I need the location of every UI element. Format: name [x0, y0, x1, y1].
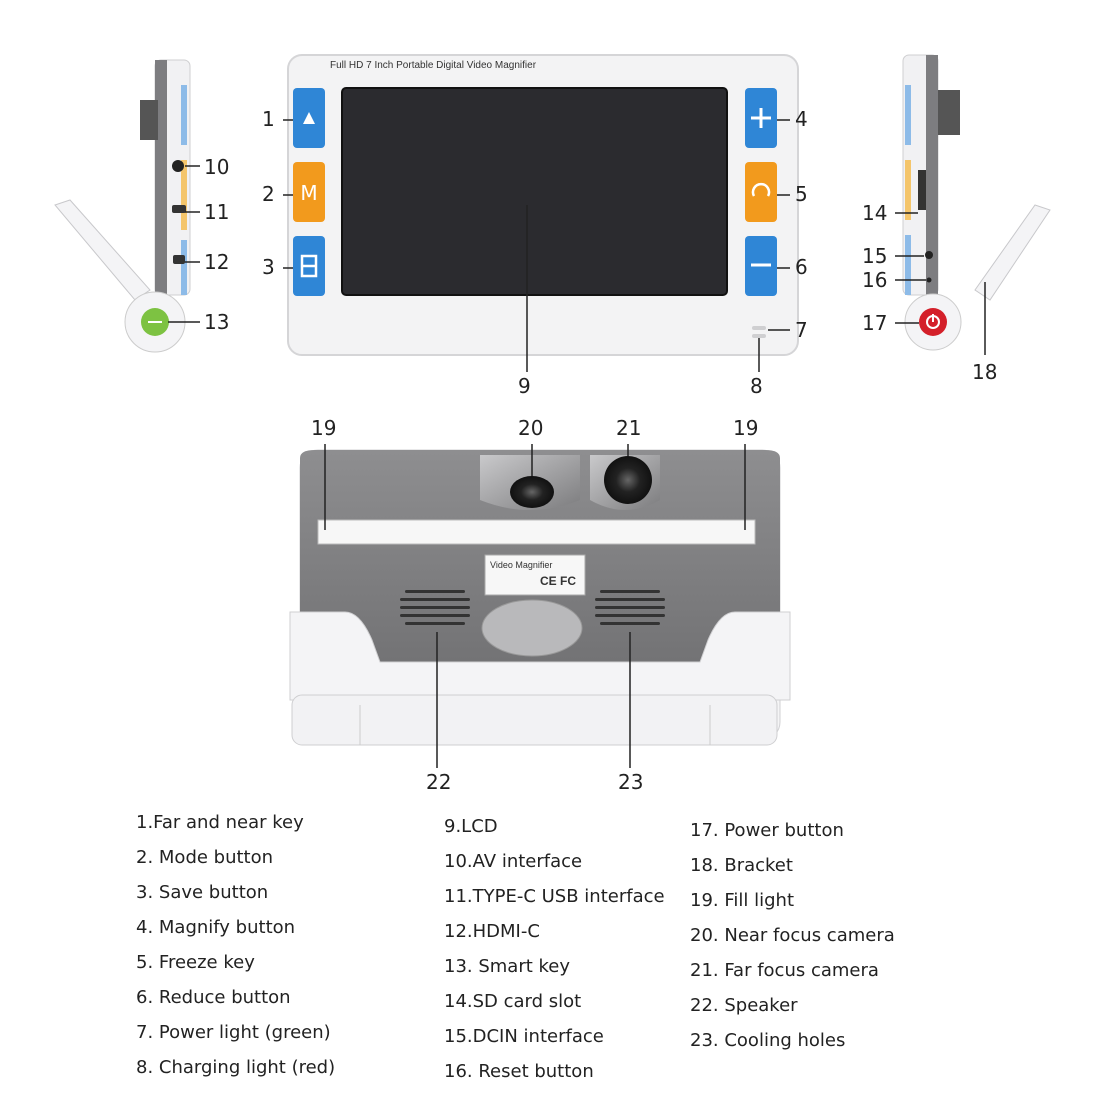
callout-6: 6: [795, 255, 808, 279]
callout-16: 16: [862, 268, 888, 292]
legend-item: 19. Fill light: [690, 890, 795, 911]
legend-col-1: 1.Far and near key 2. Mode button 3. Sav…: [136, 805, 335, 1085]
svg-text:M: M: [300, 181, 317, 205]
legend-item: 13. Smart key: [444, 956, 571, 977]
callout-9: 9: [518, 374, 531, 398]
legend-item: 16. Reset button: [444, 1061, 594, 1082]
legend-item: 9.LCD: [444, 816, 498, 837]
legend-item: 21. Far focus camera: [690, 960, 879, 981]
left-side-view: [54, 59, 191, 353]
callout-3: 3: [262, 255, 275, 279]
legend-item: 11.TYPE-C USB interface: [444, 886, 665, 907]
legend-item: 1.Far and near key: [136, 812, 304, 833]
legend-item: 10.AV interface: [444, 851, 583, 872]
legend-item: 22. Speaker: [690, 995, 798, 1016]
callout-21: 21: [616, 416, 642, 440]
back-view: [289, 449, 791, 746]
device-illustration: M: [54, 54, 1051, 768]
mode-button: [293, 162, 325, 222]
callout-7: 7: [795, 318, 808, 342]
sticker-title: Video Magnifier: [490, 560, 553, 570]
callout-4: 4: [795, 107, 808, 131]
callout-23: 23: [618, 770, 644, 794]
callout-15: 15: [862, 244, 888, 268]
sticker-ce: CE FC: [540, 574, 576, 588]
far-focus-camera: [604, 456, 652, 504]
callout-22: 22: [426, 770, 452, 794]
leader-lines: [168, 119, 986, 768]
callout-2: 2: [262, 182, 275, 206]
legend-item: 7. Power light (green): [136, 1022, 331, 1043]
callout-5: 5: [795, 182, 808, 206]
callout-11: 11: [204, 200, 230, 224]
callout-17: 17: [862, 311, 888, 335]
near-focus-camera: [510, 476, 554, 508]
legend-item: 15.DCIN interface: [444, 1026, 604, 1047]
callout-19-right: 19: [733, 416, 759, 440]
callout-20: 20: [518, 416, 544, 440]
device-title: Full HD 7 Inch Portable Digital Video Ma…: [330, 60, 537, 71]
legend-item: 4. Magnify button: [136, 917, 296, 938]
legend-item: 14.SD card slot: [444, 991, 582, 1012]
speaker-grill: [400, 590, 470, 625]
cooling-holes: [595, 590, 665, 625]
freeze-key: [745, 162, 777, 222]
legend-item: 2. Mode button: [136, 847, 274, 868]
legend-col-3: 17. Power button 18. Bracket 19. Fill li…: [690, 813, 895, 1058]
right-side-view: [902, 54, 1051, 351]
legend-item: 23. Cooling holes: [690, 1030, 846, 1051]
legend-item: 12.HDMI-C: [444, 921, 540, 942]
callout-14: 14: [862, 201, 888, 225]
legend-item: 5. Freeze key: [136, 952, 255, 973]
legend-col-2: 9.LCD 10.AV interface 11.TYPE-C USB inte…: [444, 809, 665, 1089]
callout-8: 8: [750, 374, 763, 398]
legend-item: 18. Bracket: [690, 855, 793, 876]
callout-10: 10: [204, 155, 230, 179]
sd-card-slot: [918, 170, 926, 210]
callout-19-left: 19: [311, 416, 337, 440]
legend-item: 3. Save button: [136, 882, 269, 903]
lcd-screen: [341, 87, 728, 296]
legend-item: 17. Power button: [690, 820, 844, 841]
front-view: M: [287, 54, 799, 356]
legend-item: 6. Reduce button: [136, 987, 291, 1008]
legend-item: 8. Charging light (red): [136, 1057, 336, 1078]
callout-1: 1: [262, 107, 275, 131]
callout-12: 12: [204, 250, 230, 274]
callout-18: 18: [972, 360, 998, 384]
callout-13: 13: [204, 310, 230, 334]
legend-item: 20. Near focus camera: [690, 925, 895, 946]
